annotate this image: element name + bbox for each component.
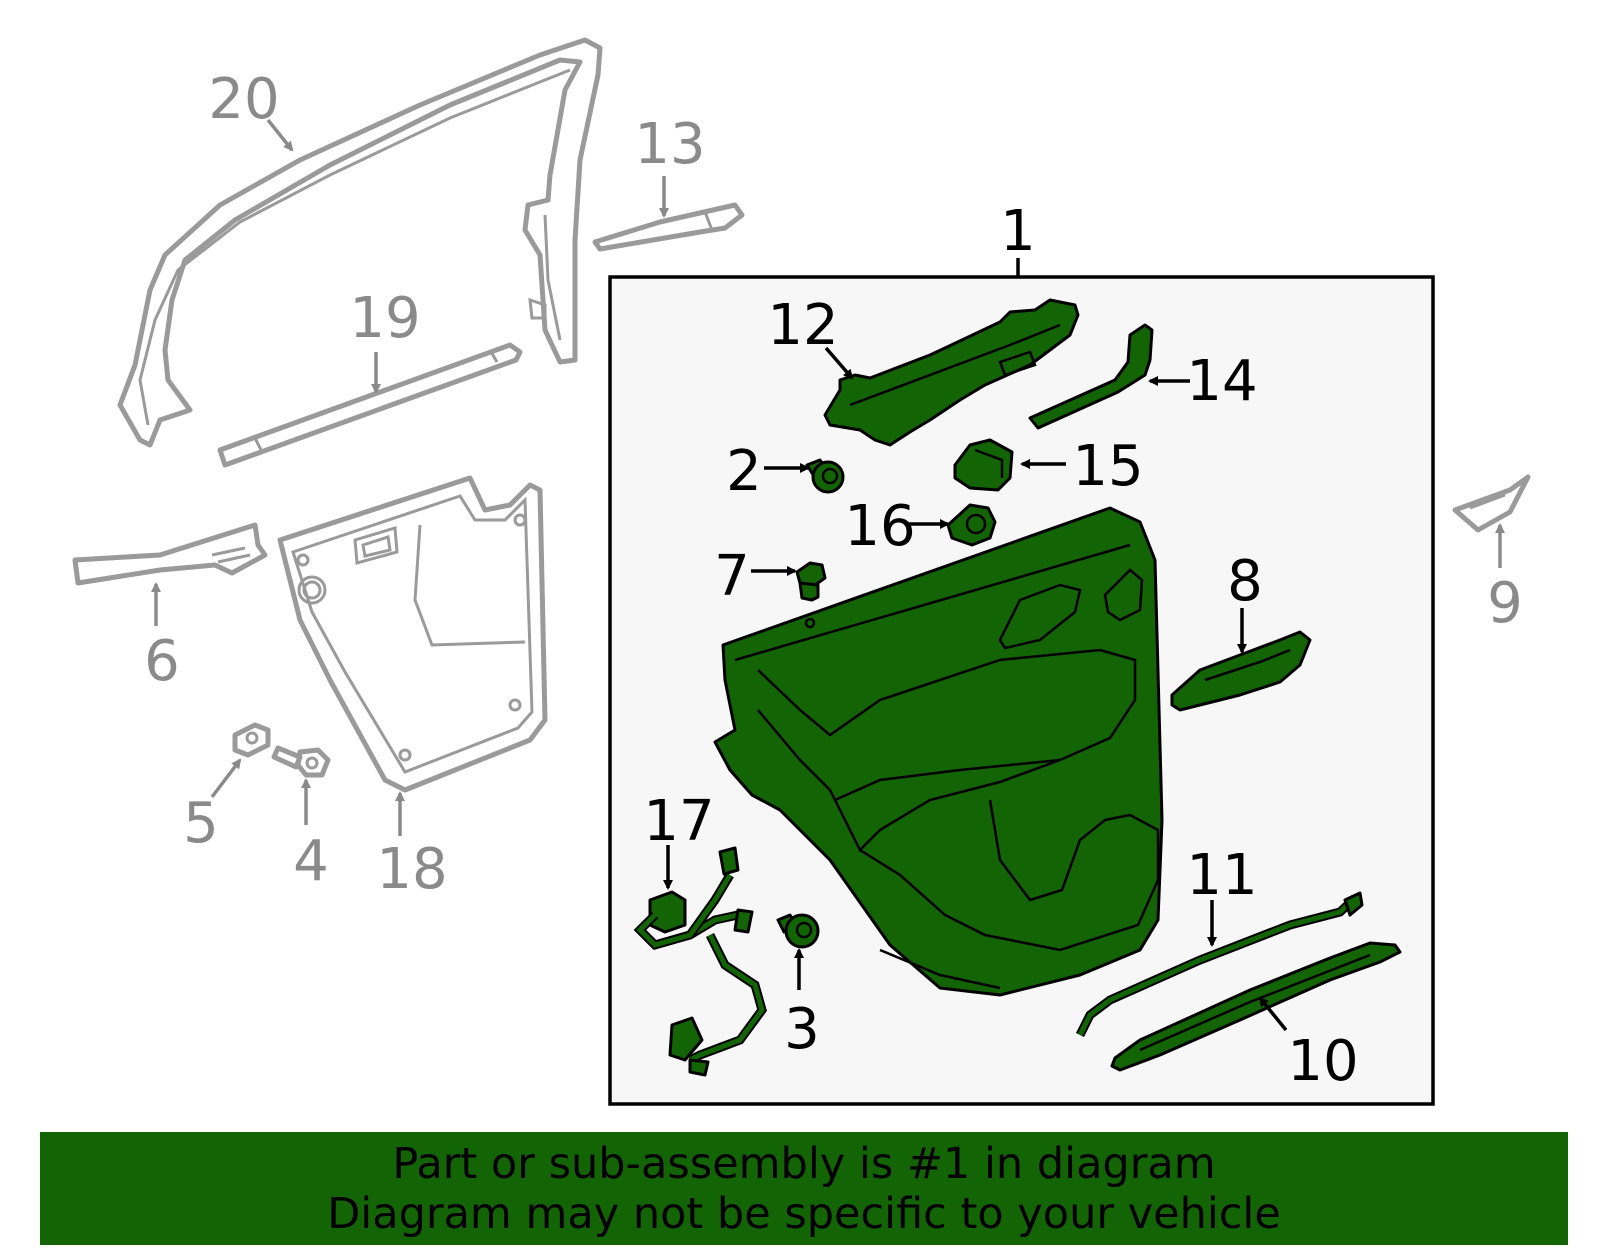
part-20-door-frame [117, 37, 603, 448]
callout-9: 9 [1487, 571, 1523, 636]
part-10-lower-trim [1110, 941, 1402, 1072]
part-13-trim-strip [592, 202, 745, 252]
callout-1: 1 [1000, 199, 1036, 264]
callout-5: 5 [183, 791, 219, 856]
part-12-switch-bezel [823, 298, 1080, 447]
callout-7: 7 [714, 544, 750, 609]
part-3-clip [776, 913, 820, 949]
callout-14: 14 [1186, 349, 1257, 414]
part-17-wiring-harness [633, 846, 767, 1077]
arrow-5 [210, 758, 242, 799]
callout-4: 4 [293, 829, 329, 894]
part-4-bolt [271, 745, 331, 778]
part-2-clip [805, 458, 845, 494]
callout-3: 3 [784, 997, 820, 1062]
callout-10: 10 [1287, 1029, 1358, 1094]
callout-18: 18 [376, 837, 447, 902]
part-11-trim-strip [1075, 891, 1364, 1038]
callout-labels: 1 2 3 4 5 6 7 8 9 10 11 12 13 14 15 16 1… [144, 67, 1523, 1094]
callout-2: 2 [726, 439, 762, 504]
banner-line-2: Diagram may not be specific to your vehi… [327, 1188, 1281, 1239]
callout-19: 19 [349, 286, 420, 351]
callout-16: 16 [844, 494, 915, 559]
callout-11: 11 [1186, 843, 1257, 908]
part-9-bracket [1452, 474, 1531, 533]
part-1-door-trim-panel [713, 506, 1164, 997]
part-5-clip [232, 722, 271, 758]
leader-arrows [151, 118, 1505, 1032]
arrow-10 [1258, 996, 1288, 1032]
info-banner: Part or sub-assembly is #1 in diagram Di… [40, 1132, 1568, 1245]
callout-13: 13 [634, 112, 705, 177]
part-14-trim-strip [1028, 323, 1154, 430]
callout-12: 12 [767, 293, 838, 358]
callout-6: 6 [144, 629, 180, 694]
callout-17: 17 [643, 789, 714, 854]
arrow-12 [824, 346, 854, 380]
part-19-weatherstrip [217, 342, 523, 468]
callout-8: 8 [1227, 549, 1263, 614]
callout-20: 20 [208, 67, 279, 132]
part-18-water-shield [277, 475, 548, 793]
banner-line-1: Part or sub-assembly is #1 in diagram [392, 1138, 1216, 1189]
arrow-20 [266, 118, 294, 152]
part-16-grommet [946, 503, 997, 547]
part-7-fastener [795, 561, 827, 602]
part-6-bracket [72, 522, 268, 586]
part-8-handle [1170, 630, 1312, 712]
callout-15: 15 [1072, 434, 1143, 499]
part-15-switch-housing [953, 438, 1014, 492]
